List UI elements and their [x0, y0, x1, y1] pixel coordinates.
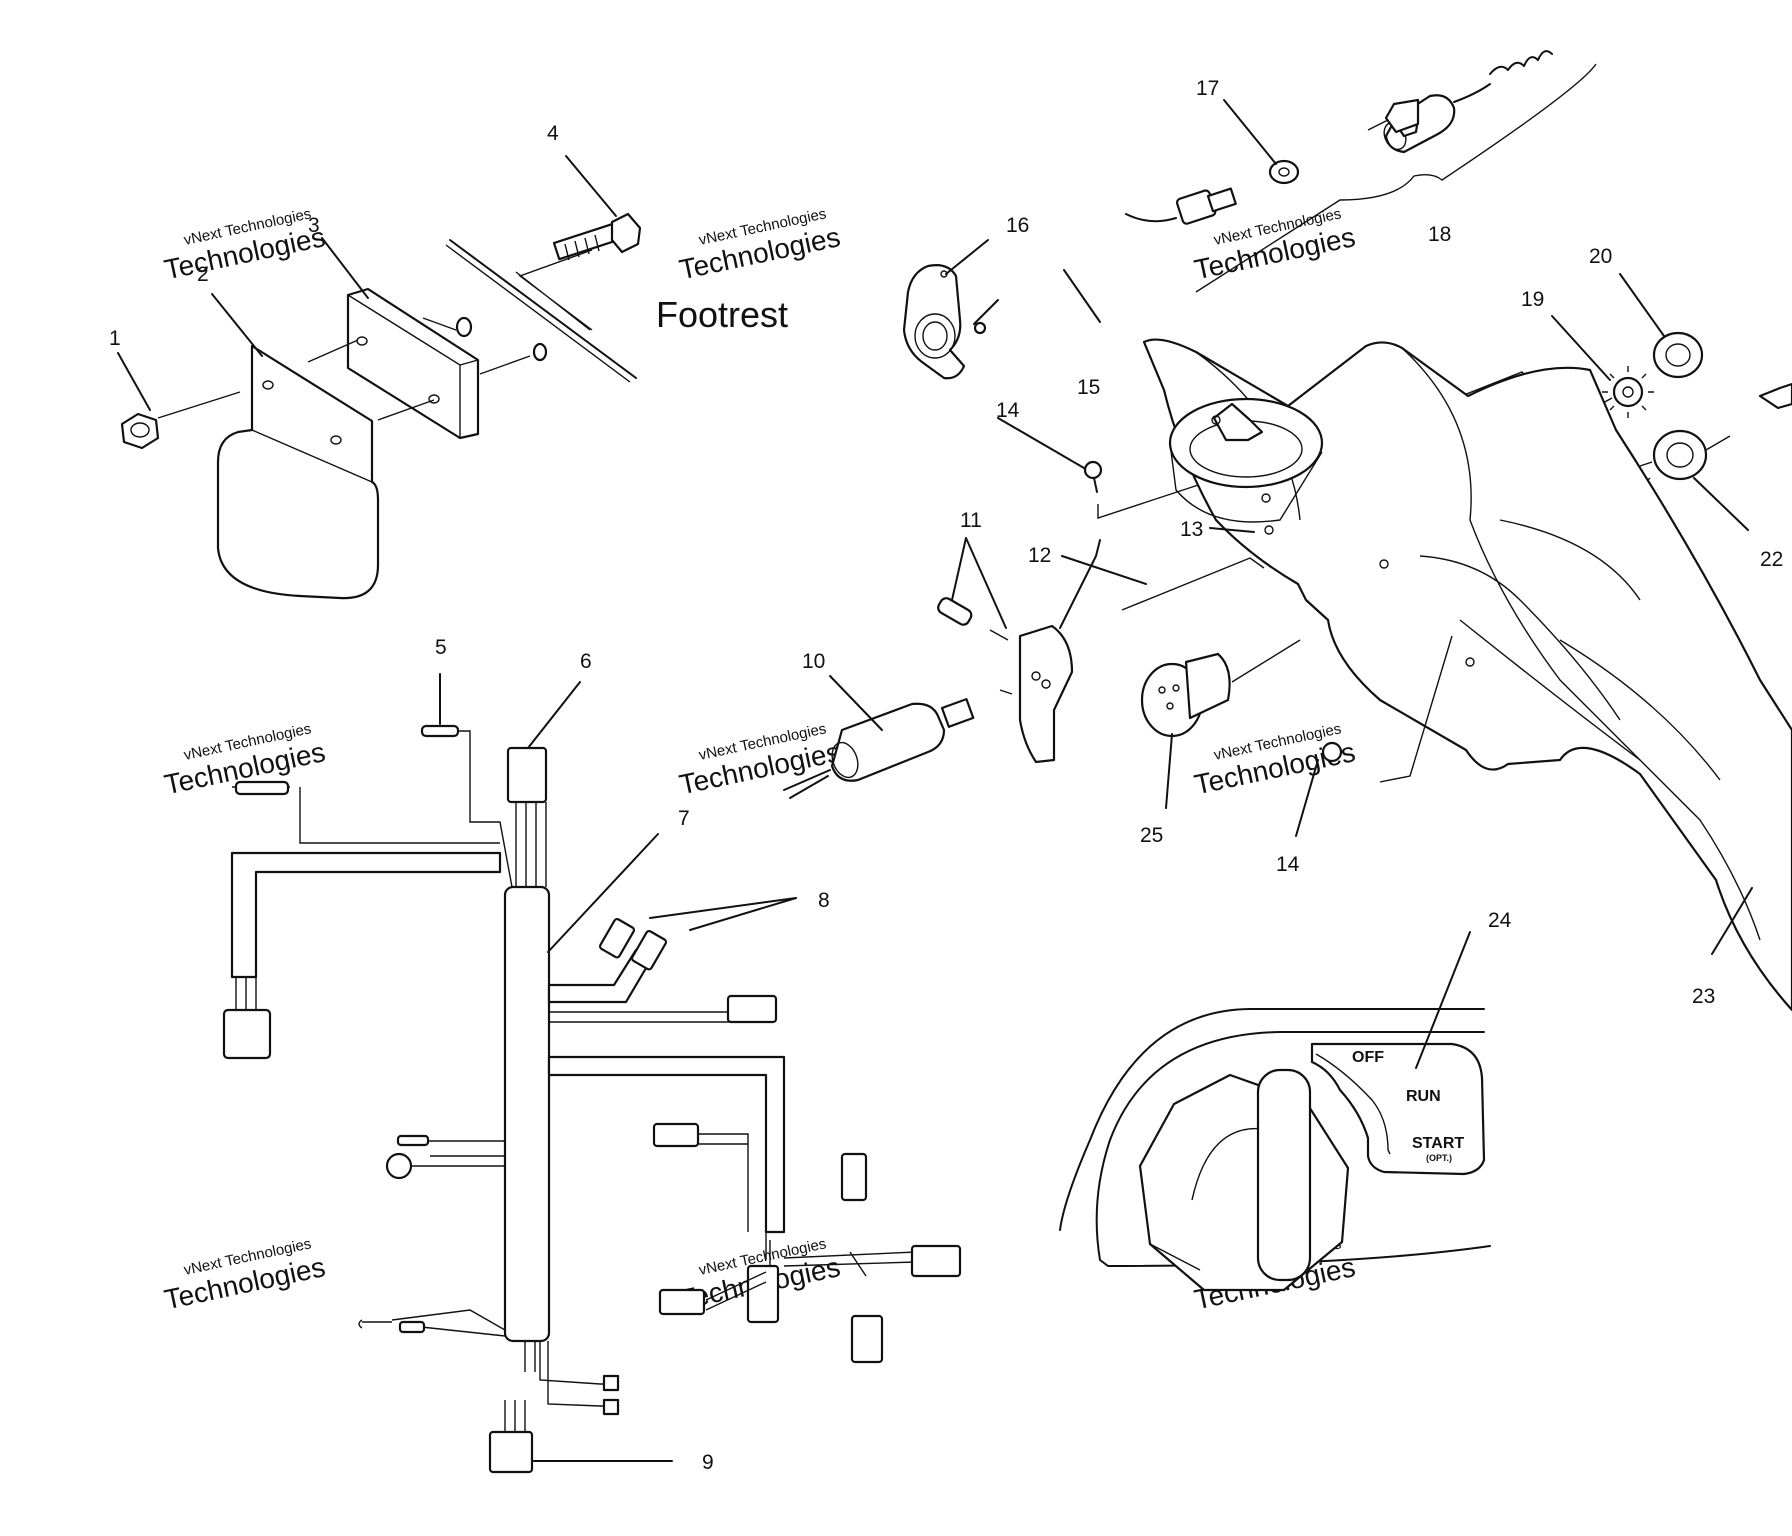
- footrest-assembly: [120, 212, 642, 600]
- bolt-part-4: [552, 212, 642, 261]
- spacer-block-part-3: [346, 287, 480, 440]
- screw-part-14-lower: [1321, 635, 1453, 783]
- footrest-pad-part-2: [216, 344, 380, 600]
- section-label-footrest: Footrest: [656, 294, 788, 335]
- callout-24: 24: [1488, 909, 1512, 932]
- callout-22: 22: [1760, 548, 1783, 571]
- callout-13: 13: [1180, 518, 1203, 541]
- callout-5: 5: [435, 636, 447, 659]
- callout-12: 12: [1028, 544, 1051, 567]
- console-body-part-23: [1142, 338, 1792, 1012]
- washer: [455, 316, 548, 362]
- callout-numbers: 1 2 3 4 5 6 7 8 9 10 11 12 13 14 14 15 1…: [109, 77, 1783, 1474]
- pin-part-12: [1059, 539, 1101, 629]
- kill-switch-part-10: [783, 698, 975, 799]
- assembly-line: [157, 249, 593, 421]
- switch-position-off: OFF: [1352, 1049, 1384, 1066]
- callout-10: 10: [802, 650, 825, 673]
- callout-7: 7: [678, 807, 690, 830]
- grommet-part-20: [1652, 331, 1704, 379]
- callout-18: 18: [1428, 223, 1451, 246]
- switch-position-opt: (OPT.): [1426, 1153, 1452, 1163]
- callout-1: 1: [109, 327, 121, 350]
- callout-25: 25: [1140, 824, 1163, 847]
- callout-20: 20: [1589, 245, 1612, 268]
- callout-4: 4: [547, 122, 559, 145]
- callout-14-upper: 14: [996, 399, 1020, 422]
- callout-11: 11: [960, 509, 982, 532]
- callout-2: 2: [197, 263, 209, 286]
- lever-part-11: [937, 597, 1074, 764]
- callout-23: 23: [1692, 985, 1715, 1008]
- watermark: vNext Technologies Technologies: [677, 205, 843, 285]
- grommet-part-22: [1652, 429, 1731, 481]
- nut-part-1: [120, 412, 160, 450]
- assembly-line: [1121, 557, 1301, 683]
- watermark: vNext Technologies Technologies: [162, 1235, 328, 1315]
- callout-16: 16: [1006, 214, 1029, 237]
- callout-15: 15: [1077, 376, 1100, 399]
- watermark: vNext Technologies Technologies: [162, 205, 328, 285]
- ignition-switch-part-25: [1140, 652, 1231, 738]
- footrest-plate-edge: [445, 239, 637, 383]
- callout-6: 6: [580, 650, 592, 673]
- screw-part-15: [973, 299, 999, 335]
- callout-17: 17: [1196, 77, 1219, 100]
- gear-part-19: [1602, 366, 1654, 418]
- callout-14-lower: 14: [1276, 853, 1300, 876]
- switch-position-start: START: [1412, 1135, 1464, 1152]
- leader-lines: [117, 99, 1753, 1462]
- key-icon: [1758, 382, 1792, 410]
- watermark: vNext Technologies Technologies: [677, 720, 843, 800]
- switch-position-run: RUN: [1406, 1088, 1441, 1105]
- switch-panel-part-24: OFF RUN START (OPT.): [1059, 1008, 1491, 1292]
- switch-assembly-part-18: [1125, 50, 1597, 293]
- callout-8: 8: [818, 889, 830, 912]
- callout-19: 19: [1521, 288, 1544, 311]
- washer-part-17: [1268, 159, 1300, 185]
- wire-harness-part-7: [222, 724, 962, 1474]
- callout-3: 3: [308, 214, 320, 237]
- switch-bracket-part-16: [902, 264, 966, 380]
- callout-9: 9: [702, 1451, 714, 1474]
